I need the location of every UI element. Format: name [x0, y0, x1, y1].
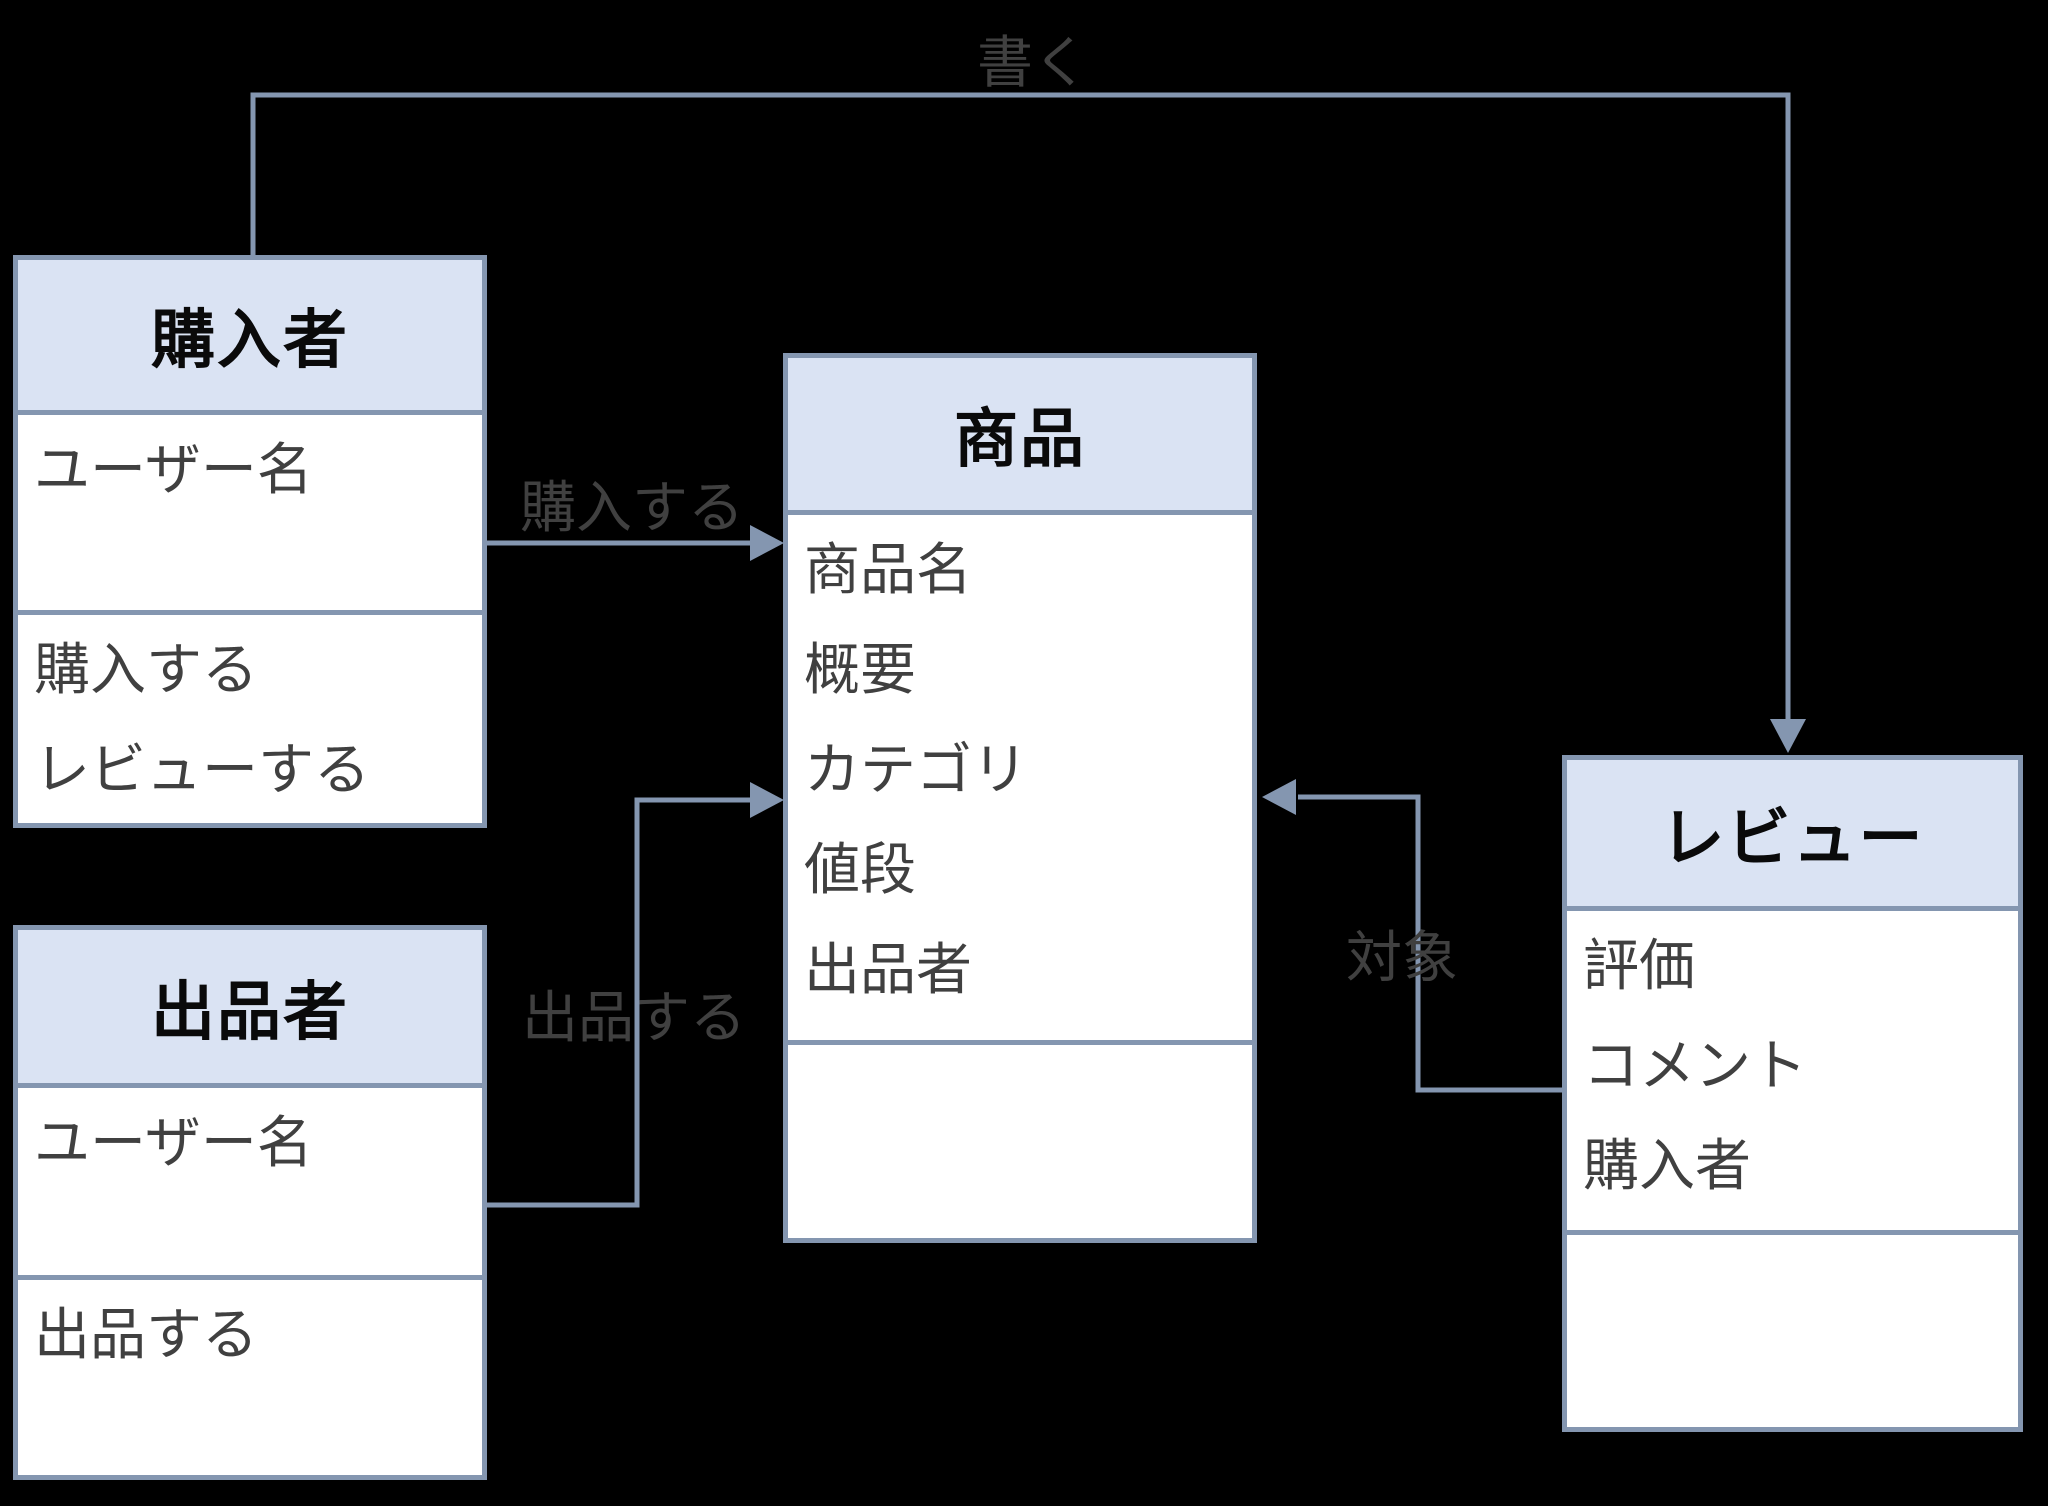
class-node-seller: 出品者 ユーザー名 出品する	[13, 925, 487, 1480]
edge-label-list: 出品する	[522, 986, 746, 1051]
class-node-buyer: 購入者 ユーザー名 購入する レビューする	[13, 255, 487, 828]
class-title: 商品	[788, 358, 1252, 515]
methods-section: 出品する	[18, 1280, 482, 1475]
edge-write-arrowhead-icon	[1770, 719, 1806, 753]
edge-write-line	[250, 92, 1791, 721]
edge-list-line	[485, 797, 751, 1208]
method-item: 購入する	[34, 638, 258, 703]
edge-label-write: 書く	[977, 31, 1089, 96]
attribute-item: ユーザー名	[34, 438, 313, 503]
attributes-section: ユーザー名	[18, 1088, 482, 1280]
attributes-section: ユーザー名	[18, 415, 482, 615]
class-node-review: レビュー 評価 コメント 購入者	[1562, 755, 2023, 1432]
edge-label-target: 対象	[1346, 926, 1458, 991]
class-node-product: 商品 商品名 概要 カテゴリ 値段 出品者	[783, 353, 1257, 1243]
methods-section-empty	[1567, 1235, 2018, 1427]
attribute-item: コメント	[1583, 1034, 1807, 1099]
class-title: 購入者	[18, 260, 482, 415]
attribute-item: 値段	[804, 838, 916, 903]
attributes-section: 評価 コメント 購入者	[1567, 911, 2018, 1235]
attribute-item: 概要	[804, 638, 916, 703]
method-item: 出品する	[34, 1303, 258, 1368]
methods-section-empty	[788, 1045, 1252, 1238]
edge-label-purchase: 購入する	[520, 476, 744, 541]
method-item: レビューする	[34, 738, 370, 803]
edge-purchase-arrowhead-icon	[750, 525, 784, 561]
edge-list-arrowhead-icon	[750, 782, 784, 818]
edge-target-line	[1298, 794, 1562, 1093]
class-title: 出品者	[18, 930, 482, 1088]
class-title: レビュー	[1567, 760, 2018, 911]
attribute-item: 購入者	[1583, 1134, 1751, 1199]
attribute-item: 評価	[1583, 934, 1695, 999]
attributes-section: 商品名 概要 カテゴリ 値段 出品者	[788, 515, 1252, 1045]
attribute-item: ユーザー名	[34, 1111, 313, 1176]
attribute-item: 出品者	[804, 938, 972, 1003]
methods-section: 購入する レビューする	[18, 615, 482, 823]
attribute-item: カテゴリ	[804, 738, 1028, 803]
edge-target-arrowhead-icon	[1262, 779, 1296, 815]
attribute-item: 商品名	[804, 538, 972, 603]
